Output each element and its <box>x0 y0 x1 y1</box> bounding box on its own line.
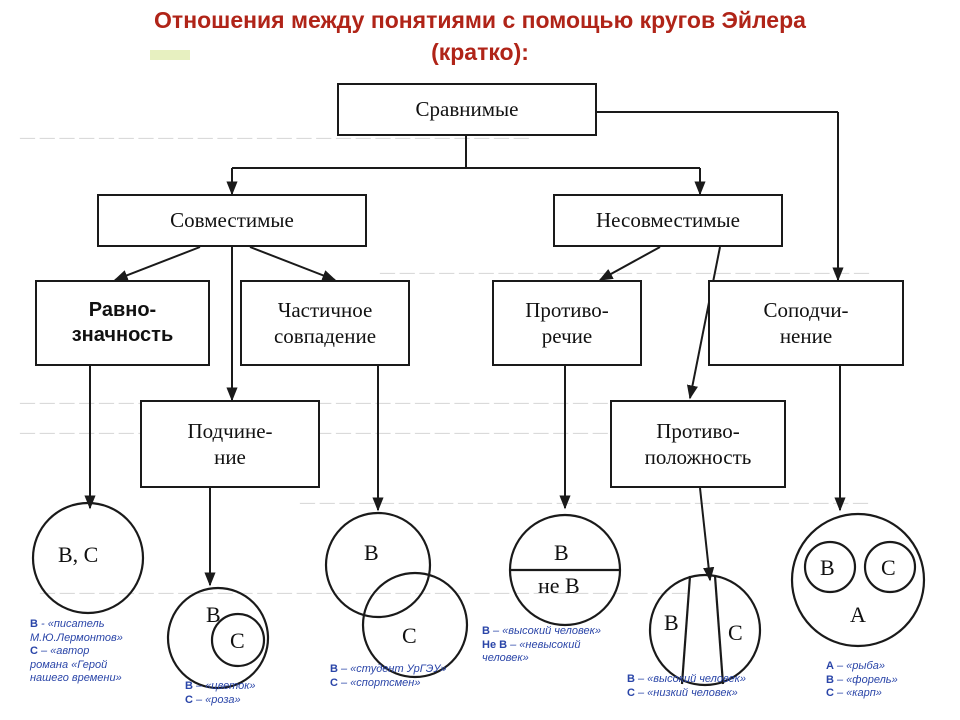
box-partial: Частичное совпадение <box>240 280 410 366</box>
box-coordination-line2: нение <box>779 324 833 348</box>
euler-circle-contradiction <box>508 513 622 627</box>
euler-circle-subordination-outer <box>166 586 270 690</box>
background-scan-text: — — — — — — — — — — — — — — — — — — — — … <box>40 585 688 601</box>
circle-label-contradiction-b: В <box>554 540 569 565</box>
connector-arrow <box>113 246 201 281</box>
box-compatible-label: Совместимые <box>170 208 294 233</box>
note-line: С – «карп» <box>826 687 882 699</box>
note-line: С – «автор <box>30 645 90 657</box>
box-comparable: Сравнимые <box>337 83 597 136</box>
euler-circle-coordination-b <box>803 540 857 594</box>
note-line: Не В – «невысокий <box>482 638 581 651</box>
box-equivalence: Равно- значность <box>35 280 210 366</box>
box-incompatible: Несовместимые <box>553 194 783 247</box>
box-coordination: Соподчи- нение <box>708 280 904 366</box>
page-title: Отношения между понятиями с помощью круг… <box>0 4 960 68</box>
box-equivalence-line2: значность <box>71 324 174 346</box>
euler-circle-partial-c <box>361 571 469 679</box>
note-opposition: В – «высокий человек» С – «низкий челове… <box>627 673 746 700</box>
note-line: М.Ю.Лермонтов» <box>30 631 123 644</box>
note-contradiction: В – «высокий человек» Не В – «невысокий … <box>482 625 601 666</box>
box-partial-line2: совпадение <box>273 324 377 348</box>
circle-label-subordination-outer: В <box>206 602 221 627</box>
euler-divider-opposition-left <box>680 575 692 685</box>
note-line: В – «высокий человек» <box>482 625 601 637</box>
connector-arrow <box>686 246 721 400</box>
circle-label-subordination-inner: С <box>230 628 245 653</box>
note-line: С – «роза» <box>185 693 241 706</box>
circle-label-coordination-b: В <box>820 555 835 580</box>
connector-arrow <box>699 487 715 582</box>
note-line: В – «студент УрГЭУ» <box>330 663 447 675</box>
euler-circle-coordination-a <box>790 512 926 648</box>
box-subordination: Подчине- ние <box>140 400 320 488</box>
box-subordination-line1: Подчине- <box>187 418 273 443</box>
circle-label-contradiction-notb: не В <box>538 573 580 598</box>
note-line: С – «спортсмен» <box>330 676 421 689</box>
circle-label-partial-c: С <box>402 623 417 648</box>
circle-label-equivalence: В, С <box>58 542 98 567</box>
note-line: С – «низкий человек» <box>627 686 738 699</box>
background-scan-text: — — — — — — — — — — — — — — — — — — — — … <box>380 265 870 281</box>
box-opposition: Противо- положность <box>610 400 786 488</box>
box-opposition-line1: Противо- <box>656 418 740 443</box>
circle-label-opposition-c: С <box>728 620 743 645</box>
box-incompatible-label: Несовместимые <box>596 208 740 233</box>
note-equivalence: В - «писатель М.Ю.Лермонтов» С – «автор … <box>30 618 123 686</box>
decorative-accent-bar <box>150 50 190 60</box>
background-scan-text: — — — — — — — — — — — — — — — — — — — — … <box>300 495 869 511</box>
box-subordination-line2: ние <box>214 445 246 469</box>
euler-circle-equivalence <box>31 501 145 615</box>
note-line: В – «цветок» <box>185 680 256 692</box>
box-contradiction-line1: Противо- <box>525 297 609 322</box>
circle-label-partial-b: В <box>364 540 379 565</box>
euler-circle-opposition <box>648 573 762 687</box>
connector-arrow <box>249 246 337 281</box>
note-line: нашего времени» <box>30 672 122 684</box>
euler-circle-partial-b <box>324 511 432 619</box>
box-contradiction-line2: речие <box>541 324 593 348</box>
euler-circle-subordination-inner <box>210 612 266 668</box>
box-contradiction: Противо- речие <box>492 280 642 366</box>
note-line: человек» <box>482 652 529 664</box>
circle-label-coordination-c: С <box>881 555 896 580</box>
box-comparable-label: Сравнимые <box>415 97 519 122</box>
euler-circle-coordination-c <box>863 540 917 594</box>
box-compatible: Совместимые <box>97 194 367 247</box>
circle-label-opposition-b: В <box>664 610 679 635</box>
connector-arrow <box>598 246 661 281</box>
page-title-line2: (кратко): <box>431 39 529 65</box>
box-coordination-line1: Соподчи- <box>763 297 849 322</box>
euler-divider-opposition-right <box>713 575 725 685</box>
note-line: В - «писатель <box>30 618 105 630</box>
note-partial: В – «студент УрГЭУ» С – «спортсмен» <box>330 663 446 690</box>
box-equivalence-line1: Равно- <box>88 299 157 321</box>
box-partial-line1: Частичное <box>277 297 373 322</box>
page-title-line1: Отношения между понятиями с помощью круг… <box>154 7 806 33</box>
box-opposition-line2: положность <box>644 445 752 469</box>
circle-label-coordination-a: А <box>850 602 866 627</box>
note-line: А – «рыба» <box>826 660 885 672</box>
note-coordination: А – «рыба» В – «форель» С – «карп» <box>826 660 898 701</box>
note-line: В – «форель» <box>826 673 898 686</box>
note-subordination: В – «цветок» С – «роза» <box>185 680 256 707</box>
note-line: В – «высокий человек» <box>627 673 746 685</box>
note-line: романа «Герой <box>30 658 108 671</box>
